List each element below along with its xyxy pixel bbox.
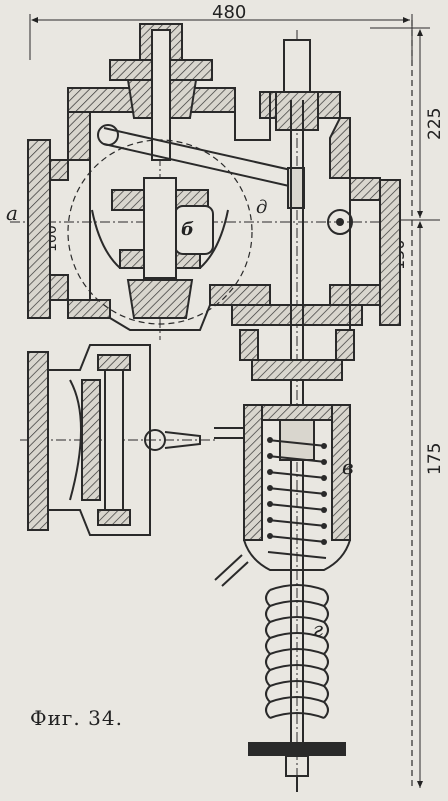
boss (327, 209, 353, 235)
inner-spring (267, 437, 327, 559)
label-b: б (181, 219, 194, 240)
inner-valve (67, 139, 253, 325)
dim-480: 480 (212, 2, 246, 23)
outer-spring (265, 584, 329, 719)
hand-wheel (248, 742, 346, 792)
dim-175: 175 (425, 443, 445, 475)
top-bonnet (109, 23, 213, 161)
dimension-top: 480 (29, 2, 413, 60)
figure-caption: Фиг. 34. (30, 706, 123, 730)
valve-body (27, 87, 401, 331)
dimension-right: 225 175 (370, 20, 445, 790)
label-d: д (256, 197, 267, 218)
spring-housing (214, 329, 355, 587)
label-a: а (6, 201, 18, 225)
label-v: в (342, 455, 354, 479)
label-g: г (313, 617, 323, 641)
dim-225: 225 (425, 108, 445, 140)
side-view (27, 344, 201, 536)
